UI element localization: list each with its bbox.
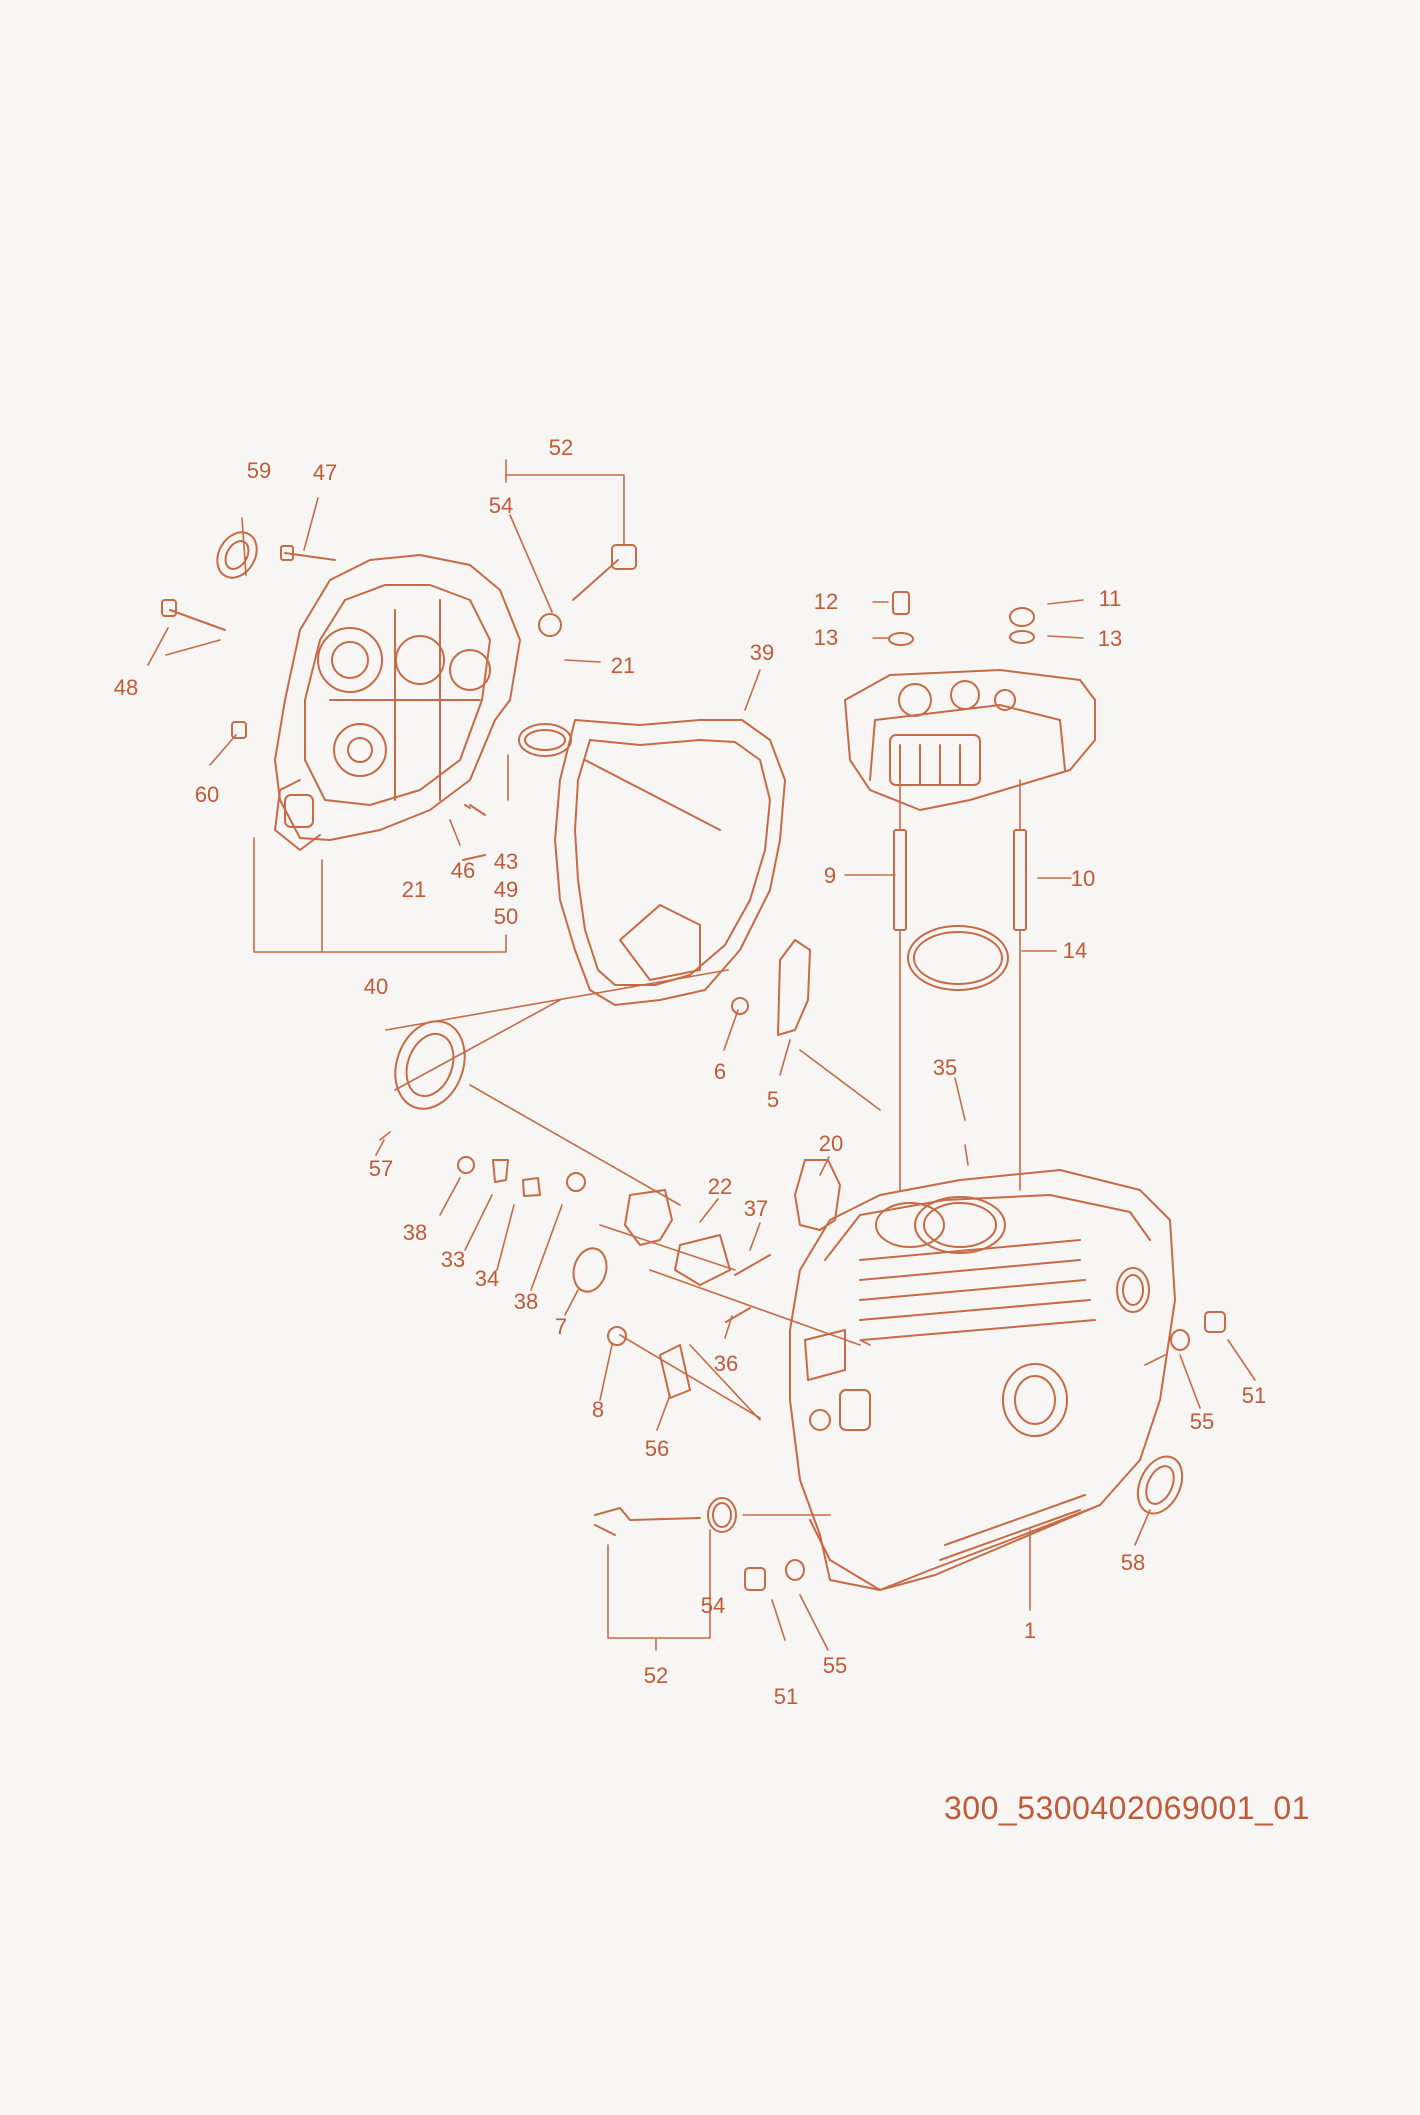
callout-label: 5 (766, 1087, 780, 1112)
callout-label: 8 (591, 1397, 605, 1422)
callout-label: 54 (700, 1593, 726, 1618)
callout-label: 13 (813, 625, 839, 650)
callout-label: 12 (813, 589, 839, 614)
callout-label: 20 (818, 1131, 844, 1156)
callout-label: 55 (822, 1653, 848, 1678)
gasket-icon (554, 719, 786, 1006)
callout-label: 54 (488, 493, 514, 518)
callout-label: 51 (773, 1684, 799, 1709)
head-studs (893, 829, 1027, 931)
o-ring-14 (907, 925, 1009, 991)
callout-label: 7 (554, 1314, 568, 1339)
callout-label: 1 (1023, 1618, 1037, 1643)
callout-label: 21 (610, 653, 636, 678)
dipstick-lower (594, 1497, 805, 1591)
governor-part-22 (624, 1189, 771, 1323)
head-fasteners (888, 591, 1035, 646)
callout-label: 57 (368, 1156, 394, 1181)
document-id: 300_5300402069001_01 (944, 1790, 1310, 1826)
callout-label: 43 (493, 849, 519, 874)
callout-label: 9 (823, 863, 837, 888)
callout-label: 6 (713, 1059, 727, 1084)
engine-block-icon (789, 1169, 1176, 1591)
callout-label: 38 (402, 1220, 428, 1245)
crankcase-cover-icon (274, 554, 521, 851)
callout-label: 48 (113, 675, 139, 700)
callout-label: 47 (312, 460, 338, 485)
callout-label: 50 (493, 904, 519, 929)
callout-label: 60 (194, 782, 220, 807)
oil-seal-57 (394, 1020, 466, 1110)
small-cover-5 (731, 939, 811, 1036)
callout-label: 22 (707, 1174, 733, 1199)
callout-label: 33 (440, 1247, 466, 1272)
callout-label: 51 (1241, 1383, 1267, 1408)
callout-label: 34 (474, 1266, 500, 1291)
callout-label: 35 (932, 1055, 958, 1080)
callout-label: 59 (246, 458, 272, 483)
callout-label: 55 (1189, 1409, 1215, 1434)
callout-label: 52 (548, 435, 574, 460)
callout-label: 52 (643, 1663, 669, 1688)
callout-label: 37 (743, 1196, 769, 1221)
callout-label: 58 (1120, 1550, 1146, 1575)
callout-label: 13 (1097, 626, 1123, 651)
callout-label: 36 (713, 1351, 739, 1376)
right-drain-parts (1136, 1311, 1226, 1515)
cylinder-head-icon (844, 669, 1096, 811)
callout-label: 49 (493, 877, 519, 902)
leader-lines (147, 459, 1256, 1651)
callout-label: 39 (749, 640, 775, 665)
callout-label: 11 (1098, 586, 1122, 611)
callout-label: 40 (363, 974, 389, 999)
callout-label: 38 (513, 1289, 539, 1314)
callout-label: 21 (401, 877, 427, 902)
small-parts-left (457, 1156, 691, 1399)
callout-label: 46 (450, 858, 476, 883)
callout-label: 14 (1062, 938, 1088, 963)
callout-label: 10 (1070, 866, 1096, 891)
seals-upper-left (161, 531, 637, 861)
callout-label: 56 (644, 1436, 670, 1461)
gasket-20 (794, 1159, 841, 1231)
